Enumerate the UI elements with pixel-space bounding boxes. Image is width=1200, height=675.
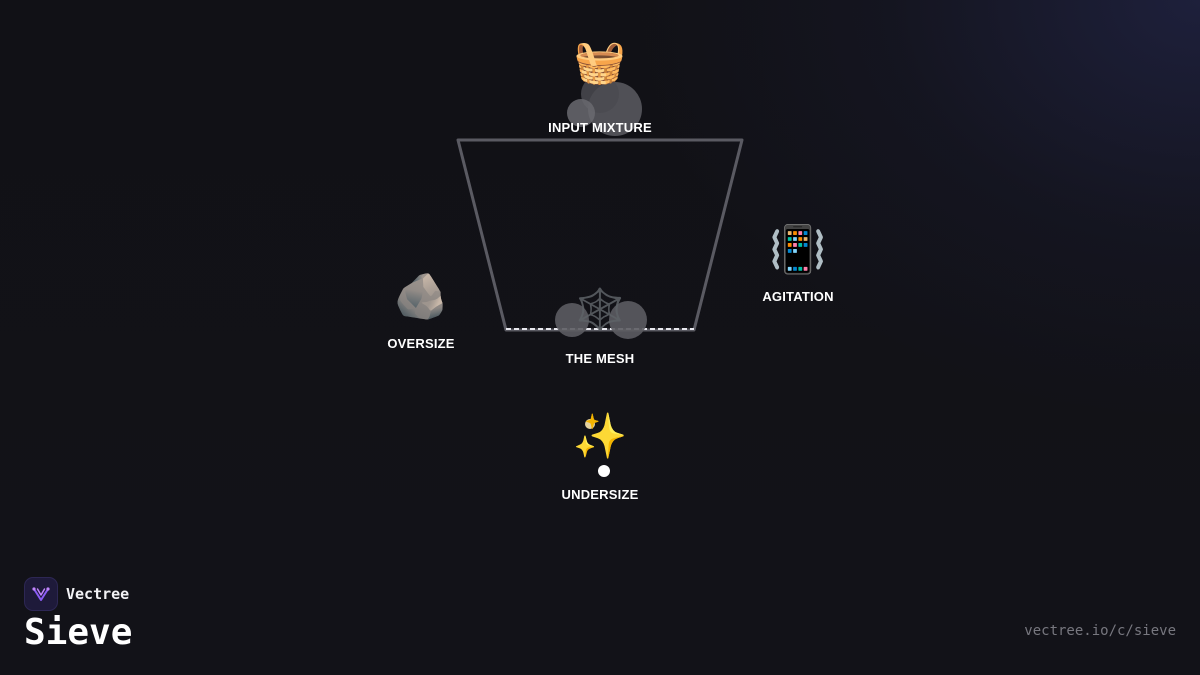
agitation-label: AGITATION	[762, 289, 834, 304]
undersize-label: UNDERSIZE	[561, 487, 639, 502]
basket-icon: 🧺	[573, 37, 627, 86]
rock-icon: 🪨	[393, 271, 449, 322]
input-particle-small	[567, 99, 595, 127]
brand: Vectree	[24, 577, 129, 611]
spider-web-icon: 🕸️	[575, 287, 625, 333]
the-mesh-label: THE MESH	[565, 351, 635, 366]
mesh-particle-right	[609, 301, 647, 339]
source-url[interactable]: vectree.io/c/sieve	[1024, 623, 1176, 639]
mesh-particle-left	[555, 303, 589, 337]
vibrating-phone-icon: 📳	[769, 222, 827, 276]
sparkles-icon: ✨	[572, 411, 628, 462]
undersize-particle-fine	[598, 465, 610, 477]
vectree-logo-icon	[24, 577, 58, 611]
page-title: Sieve	[24, 612, 133, 653]
undersize-particle-small	[585, 419, 595, 429]
oversize-label: OVERSIZE	[387, 336, 455, 351]
brand-name: Vectree	[66, 585, 130, 603]
input-mixture-label: INPUT MIXTURE	[548, 120, 652, 135]
